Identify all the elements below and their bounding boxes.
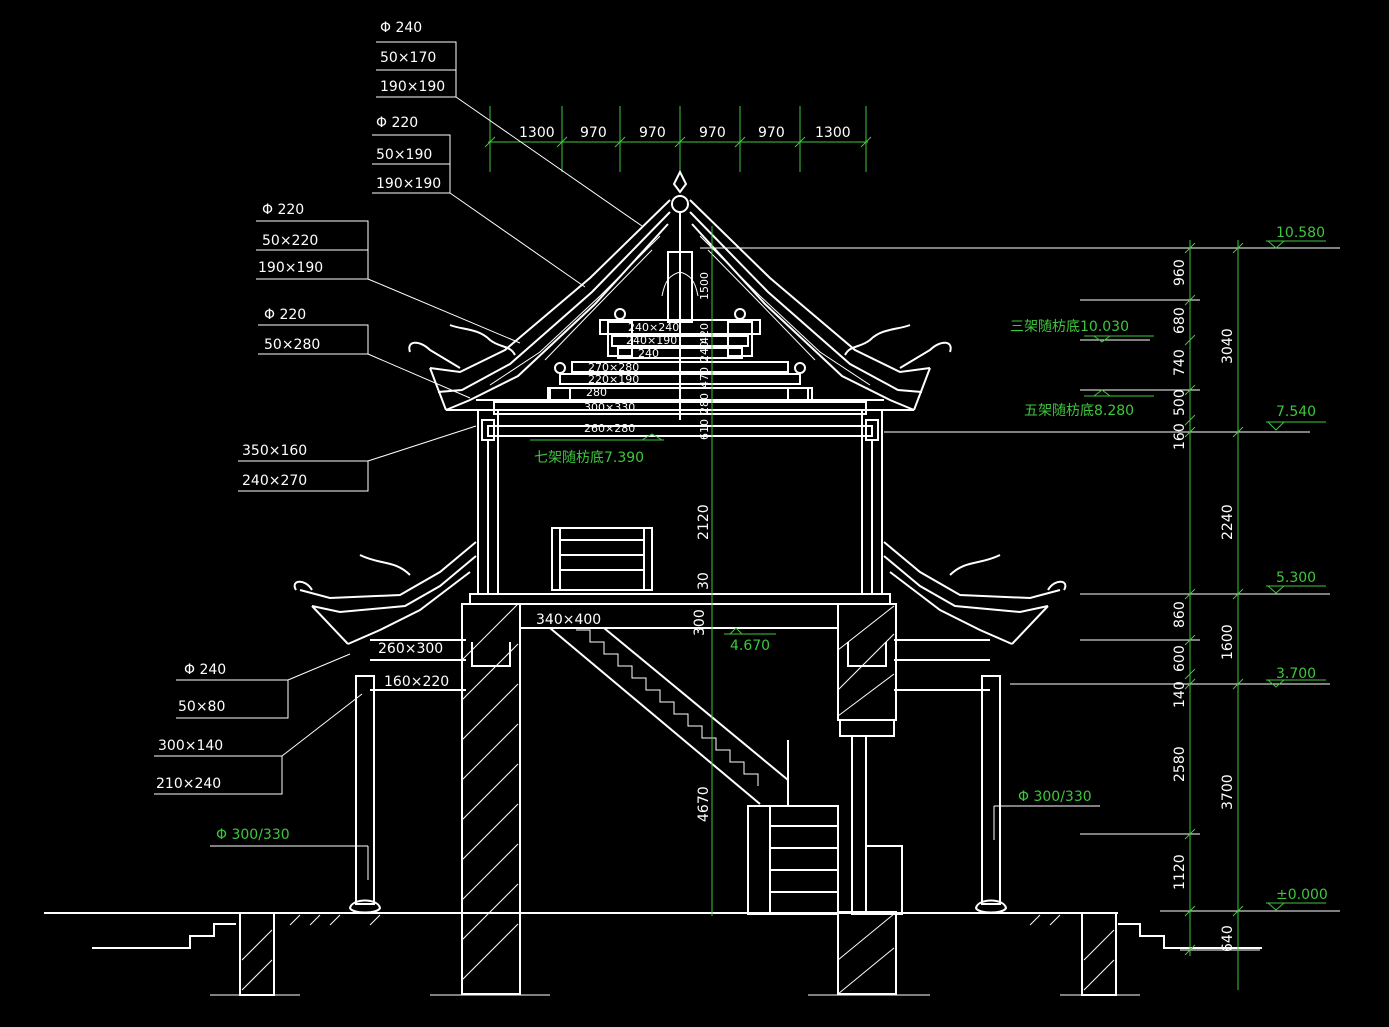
- right-dimensions: 960 680 740 500 160 860 600 140 2580 112…: [700, 225, 1340, 990]
- callout-line: 50×190: [376, 147, 432, 163]
- callout-line: 190×190: [380, 79, 445, 95]
- callout-line: Φ 240: [380, 20, 422, 36]
- center-dim-label: 280: [698, 393, 711, 414]
- elevation-mark: 5.300: [1266, 570, 1326, 594]
- member-callout: Φ 240 50×170 190×190: [376, 20, 643, 227]
- top-dim-label: 970: [580, 125, 607, 141]
- column-callout-right: Φ 300/330: [993, 789, 1100, 840]
- top-dim-label: 970: [699, 125, 726, 141]
- center-dim-label: 420: [698, 323, 711, 344]
- callout-line: 190×190: [376, 176, 441, 192]
- inner-dim-label: 640: [1220, 925, 1236, 952]
- outer-dim-label: 1600: [1220, 624, 1236, 660]
- column-callout-label: Φ 300/330: [1018, 789, 1092, 805]
- inner-dim-label: 140: [1172, 681, 1188, 708]
- member-callout: 300×140 210×240: [154, 693, 363, 795]
- beam-elevation-label: 五架随枋底8.280: [1024, 403, 1134, 419]
- elevation-value: 3.700: [1276, 666, 1316, 682]
- elevation-value: 5.300: [1276, 570, 1316, 586]
- top-dim-label: 1300: [815, 125, 851, 141]
- beam-label: 280: [586, 386, 607, 399]
- inner-dim-label: 500: [1172, 389, 1188, 416]
- elevation-value: 7.540: [1276, 404, 1316, 420]
- callout-line: 240×270: [242, 473, 307, 489]
- beam-label: 240: [638, 347, 659, 360]
- inner-dim-label: 680: [1172, 307, 1188, 334]
- inner-dim-label: 860: [1172, 601, 1188, 628]
- center-dim-label: 240: [698, 341, 711, 362]
- center-dim-label: 470: [698, 367, 711, 388]
- inner-dim-label: 2580: [1172, 746, 1188, 782]
- beam-label: 260×300: [378, 641, 443, 657]
- top-dim-label: 970: [639, 125, 666, 141]
- callout-line: 50×280: [264, 337, 320, 353]
- callout-line: 50×80: [178, 699, 225, 715]
- upper-truss: 240×240 240×190 240 270×280 220×190 280 …: [487, 251, 873, 437]
- member-callout: 350×160 240×270: [238, 425, 477, 492]
- beam-label: 160×220: [384, 674, 449, 690]
- inner-dim-label: 160: [1172, 423, 1188, 450]
- callout-line: Φ 220: [262, 202, 304, 218]
- upper-roof: [408, 169, 952, 420]
- elevation-mark: 7.540: [1266, 404, 1326, 431]
- outer-dim-label: 3700: [1220, 774, 1236, 810]
- beam-elevation-label: 三架随枋底10.030: [1010, 319, 1129, 335]
- elevation-label: 七架随枋底7.390: [534, 450, 644, 466]
- column-callout-label: Φ 300/330: [216, 827, 290, 843]
- callout-line: 210×240: [156, 776, 221, 792]
- elevation-value: 10.580: [1276, 225, 1325, 241]
- member-callout: Φ 220 50×190 190×190: [372, 115, 586, 288]
- outer-dim-label: 3040: [1220, 328, 1236, 364]
- elevation-mark: ±0.000: [1266, 887, 1328, 911]
- callout-line: Φ 220: [376, 115, 418, 131]
- callout-line: 190×190: [258, 260, 323, 276]
- beam-label: 300×330: [584, 401, 635, 414]
- center-dim-label: 300: [692, 609, 708, 636]
- beam-label: 260×280: [584, 422, 635, 435]
- beam-label: 240×190: [626, 334, 677, 347]
- lower-eaves: 260×300 160×220: [293, 541, 1067, 691]
- beam-elevation-mark: 五架随枋底8.280: [1024, 389, 1154, 419]
- member-callout: Φ 220 50×280: [258, 307, 471, 399]
- inner-dim-label: 1120: [1172, 854, 1188, 890]
- column-callout-left: Φ 300/330: [210, 827, 369, 880]
- upper-storey: [469, 409, 891, 605]
- outer-dim-label: 2240: [1220, 504, 1236, 540]
- center-dim-label: 4670: [696, 786, 712, 822]
- top-dim-label: 970: [758, 125, 785, 141]
- inner-dim-label: 960: [1172, 259, 1188, 286]
- top-dimension-chain: 1300 970 970 970 970 1300: [484, 106, 872, 172]
- center-dim-label: 1500: [698, 272, 711, 300]
- callout-line: Φ 220: [264, 307, 306, 323]
- callout-tables: Φ 240 50×170 190×190 Φ 220 50×190 190×19…: [154, 20, 1100, 880]
- elevation-label: 4.670: [730, 638, 770, 654]
- beam-elevation-mark: 三架随枋底10.030: [1010, 319, 1154, 343]
- callout-line: 50×220: [262, 233, 318, 249]
- ground-and-foundations: [44, 912, 1262, 996]
- center-dim-label: 30: [696, 572, 712, 590]
- elevation-mark: 10.580: [1266, 225, 1326, 249]
- inner-dim-label: 600: [1172, 645, 1188, 672]
- center-dim-label: 610: [698, 419, 711, 440]
- inner-dim-label: 740: [1172, 349, 1188, 376]
- beam-label: 270×280: [588, 361, 639, 374]
- beam-label: 340×400: [536, 612, 601, 628]
- elevation-mark: 3.700: [1266, 666, 1326, 688]
- beam-label: 240×240: [628, 321, 679, 334]
- callout-line: 50×170: [380, 50, 436, 66]
- callout-line: 300×140: [158, 738, 223, 754]
- lower-storey: 340×400: [348, 603, 1008, 995]
- center-dim-label: 2120: [696, 504, 712, 540]
- beam-label: 220×190: [588, 373, 639, 386]
- top-dim-label: 1300: [519, 125, 555, 141]
- callout-line: Φ 240: [184, 662, 226, 678]
- callout-line: 350×160: [242, 443, 307, 459]
- member-callout: Φ 220 50×220 190×190: [256, 202, 521, 344]
- elevation-value: ±0.000: [1276, 887, 1328, 903]
- center-dimensions: 1500 420 240 470 280 610 2120 30 300 467…: [530, 226, 776, 916]
- member-callout: Φ 240 50×80: [176, 653, 351, 719]
